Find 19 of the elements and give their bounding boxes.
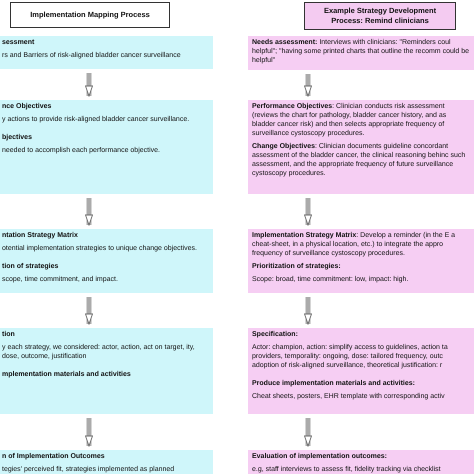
process-box [248,100,474,194]
down-arrow [85,73,93,96]
process-box [0,328,213,414]
process-box [0,229,213,293]
down-arrow [85,198,93,226]
process-box [248,229,474,293]
down-arrow [304,418,312,446]
title-box [10,2,170,28]
process-box [248,328,474,414]
down-arrow [304,198,312,226]
down-arrow [85,297,93,324]
process-box [0,450,213,474]
title-box [304,2,456,30]
process-box [0,100,213,194]
down-arrow [85,418,93,446]
process-box [248,450,474,474]
down-arrow [304,74,312,96]
process-box [0,36,213,69]
down-arrow [304,297,312,324]
